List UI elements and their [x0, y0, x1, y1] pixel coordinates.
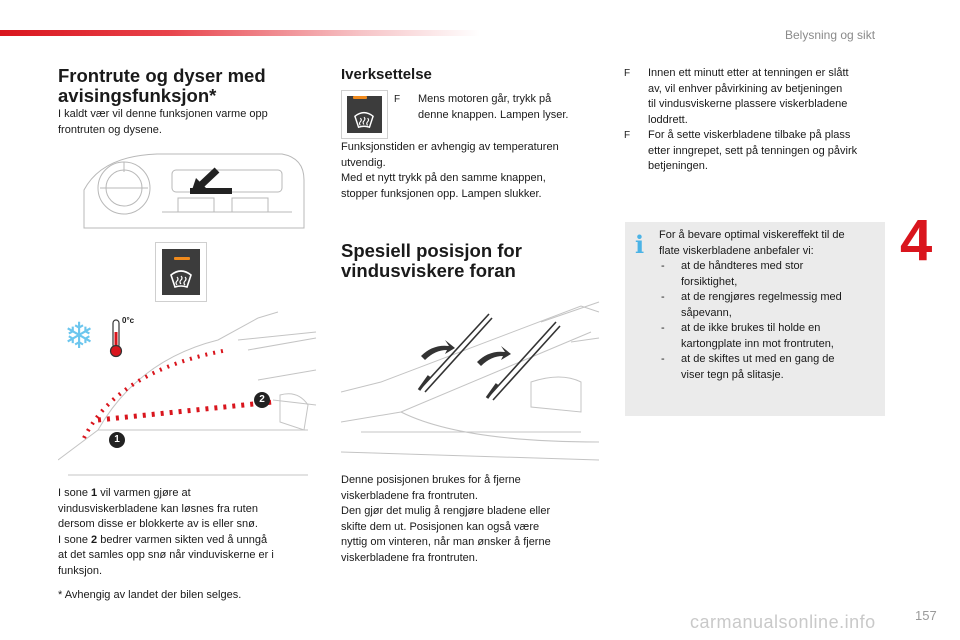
section-title-line1: Spesiell posisjon for	[341, 240, 522, 261]
paragraph-line: Med et nytt trykk på den samme knappen,	[341, 172, 546, 184]
header-accent-bar	[0, 30, 480, 36]
left-intro: I kaldt vær vil denne funksjonen varme o…	[58, 107, 308, 138]
activation-bullet: F Mens motoren går, trykk på denne knappe…	[394, 92, 594, 123]
paragraph-line: Denne posisjonen brukes for å fjerne	[341, 474, 521, 486]
bullet-item: F Innen ett minutt etter at tenningen er…	[624, 66, 886, 128]
bullet-line: til vindusviskerne plassere viskerbladen…	[648, 98, 848, 110]
dash: -	[661, 322, 665, 334]
zone-line: dersom disse er blokkerte av is eller sn…	[58, 518, 258, 530]
wiper-position-heading: Spesiell posisjon for vindusviskere fora…	[341, 241, 601, 281]
paragraph-line: Den gjør det mulig å rengjøre bladene el…	[341, 505, 551, 517]
info-line: kartongplate inn mot frontruten,	[681, 337, 834, 350]
intro-line: I kaldt vær vil denne funksjonen varme o…	[58, 108, 268, 120]
info-line: såpevann,	[681, 306, 732, 319]
defrost-button-small-image	[341, 90, 388, 139]
temperature-label: 0°c	[122, 316, 135, 325]
bullet-item: F For å sette viskerbladene tilbake på p…	[624, 128, 886, 175]
paragraph-line: utvendig.	[341, 156, 386, 169]
bullet-line: denne knappen. Lampen lyser.	[418, 108, 569, 121]
info-list-item: - at de håndteres med stor forsiktighet,	[659, 259, 877, 290]
zone-description: I sone 1 vil varmen gjøre at vindusviske…	[58, 486, 310, 579]
info-line: forsiktighet,	[681, 275, 738, 288]
wiper-position-illustration	[341, 301, 600, 461]
bullet-line: Mens motoren går, trykk på	[418, 93, 552, 105]
bullet-line: betjeningen.	[648, 160, 708, 172]
info-line: at de skiftes ut med en gang de	[681, 353, 835, 365]
page-number: 157	[915, 608, 937, 623]
dash: -	[661, 260, 665, 272]
bullet-line: loddrett.	[648, 113, 688, 126]
info-line: at de ikke brukes til holde en	[681, 322, 821, 334]
footnote-text: * Avhengig av landet der bilen selges.	[58, 589, 242, 601]
info-line: For å bevare optimal viskereffekt til de	[659, 229, 845, 241]
info-line: at de håndteres med stor	[681, 260, 804, 272]
dash: -	[661, 353, 665, 365]
zone-line: funksjon.	[58, 564, 103, 577]
zone-1-marker: 1	[109, 432, 125, 448]
bullet-symbol: F	[624, 68, 631, 79]
info-icon: i	[635, 230, 645, 259]
windshield-defrost-icon	[170, 270, 192, 289]
info-list-item: - at de skiftes ut med en gang de viser te…	[659, 352, 877, 383]
indicator-lamp	[174, 257, 190, 260]
front-defrost-button-image	[155, 242, 207, 302]
zone-2-marker: 2	[254, 392, 270, 408]
wiper-position-text: Denne posisjonen brukes for å fjerne vis…	[341, 473, 591, 566]
dash: -	[661, 291, 665, 303]
left-heading-block: Frontrute og dyser med avisingsfunksjon*	[58, 66, 308, 106]
dashboard-illustration	[83, 153, 305, 229]
zone-line: at det samles opp snø når vinduviskerne …	[58, 549, 274, 561]
paragraph-line: viskerbladene fra frontruten.	[341, 489, 478, 502]
indicator-lamp	[353, 96, 367, 99]
zone-line: I sone 2 bedrer varmen sikten ved å unng…	[58, 533, 268, 546]
intro-line: frontruten og dysene.	[58, 123, 162, 136]
activation-paragraph: Funksjonstiden er avhengig av temperatur…	[341, 140, 591, 202]
bullet-symbol: F	[624, 130, 631, 141]
snowflake-icon: ❄	[64, 315, 95, 356]
bullet-symbol: F	[394, 94, 401, 105]
watermark: carmanualsonline.info	[690, 612, 876, 632]
zone-line: vindusviskerbladene kan løsnes fra ruten	[58, 502, 258, 515]
info-text: For å bevare optimal viskereffekt til de…	[659, 228, 877, 383]
bullet-line: Innen ett minutt etter at tenningen er s…	[648, 67, 849, 79]
bullet-line: av, vil enhver påvirkining av betjeninge…	[648, 82, 843, 95]
paragraph-line: nyttig om vinteren, når man ønsker å fje…	[341, 536, 551, 548]
info-box: i For å bevare optimal viskereffekt til …	[625, 222, 885, 416]
paragraph-line: skifte dem ut. Posisjonen kan også være	[341, 520, 540, 533]
windshield-zones-illustration	[58, 311, 317, 476]
iverksettelse-heading: Iverksettelse	[341, 66, 432, 83]
section-title-line1: Frontrute og dyser med	[58, 65, 266, 86]
button-face	[162, 249, 200, 295]
windshield-defrost-icon	[354, 111, 374, 129]
right-bullets: F Innen ett minutt etter at tenningen er…	[624, 66, 886, 175]
info-line: viser tegn på slitasje.	[681, 368, 784, 381]
info-list-item: - at de rengjøres regelmessig med såpevann…	[659, 290, 877, 321]
footnote: * Avhengig av landet der bilen selges.	[58, 588, 310, 604]
info-line: flate viskerbladene anbefaler vi:	[659, 244, 814, 257]
paragraph-line: stopper funksjonen opp. Lampen slukker.	[341, 187, 542, 200]
paragraph-line: viskerbladene fra frontruten.	[341, 551, 478, 564]
chapter-title: Belysning og sikt	[785, 28, 876, 42]
info-line: at de rengjøres regelmessig med	[681, 291, 842, 303]
bullet-line: etter inngrepet, sett på tenningen og på…	[648, 144, 858, 157]
zone-line: I sone 1 vil varmen gjøre at	[58, 487, 191, 499]
chapter-number: 4	[900, 208, 933, 273]
thermometer-icon	[109, 319, 123, 358]
info-list-item: - at de ikke brukes til holde en kartongpl…	[659, 321, 877, 352]
section-title: Iverksettelse	[341, 66, 432, 83]
section-title-line2: vindusviskere foran	[341, 260, 516, 281]
section-title-line2: avisingsfunksjon*	[58, 85, 217, 106]
bullet-line: For å sette viskerbladene tilbake på pla…	[648, 129, 851, 141]
paragraph-line: Funksjonstiden er avhengig av temperatur…	[341, 141, 559, 153]
